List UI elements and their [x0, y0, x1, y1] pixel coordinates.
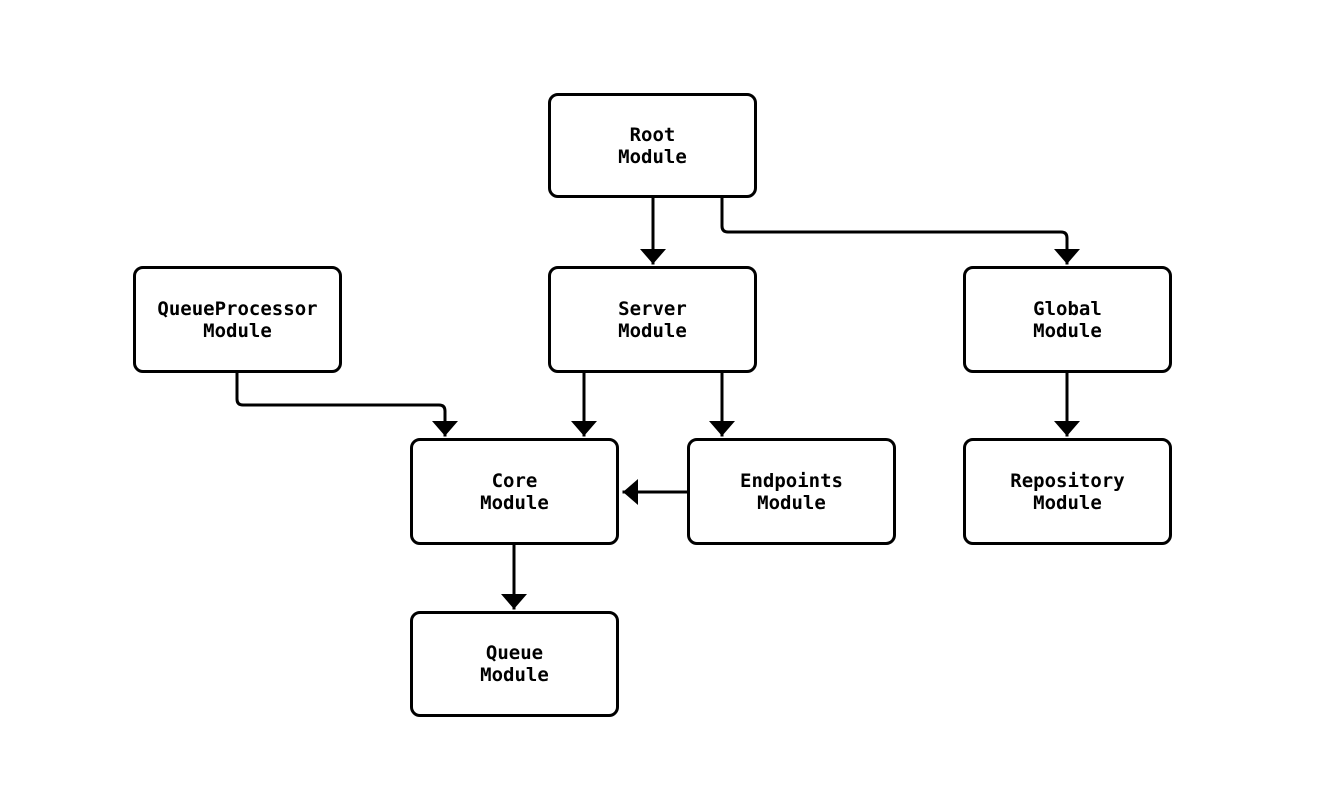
node-server: Server Module	[548, 266, 757, 373]
node-label-root: Root Module	[618, 123, 687, 168]
node-label-endpoints: Endpoints Module	[740, 469, 843, 514]
node-label-repository: Repository Module	[1010, 469, 1125, 514]
edge-queueprocessor-to-core	[235, 371, 458, 437]
edge-root-to-global	[720, 196, 1080, 265]
node-core: Core Module	[410, 438, 619, 545]
node-root: Root Module	[548, 93, 757, 198]
node-queueprocessor: QueueProcessor Module	[133, 266, 342, 373]
node-label-global: Global Module	[1033, 297, 1102, 342]
node-label-queueprocessor: QueueProcessor Module	[157, 297, 318, 342]
node-endpoints: Endpoints Module	[687, 438, 896, 545]
node-label-core: Core Module	[480, 469, 549, 514]
node-queue: Queue Module	[410, 611, 619, 717]
node-global: Global Module	[963, 266, 1172, 373]
node-label-server: Server Module	[618, 297, 687, 342]
node-repository: Repository Module	[963, 438, 1172, 545]
node-label-queue: Queue Module	[480, 642, 549, 686]
edges-group	[235, 196, 1080, 610]
